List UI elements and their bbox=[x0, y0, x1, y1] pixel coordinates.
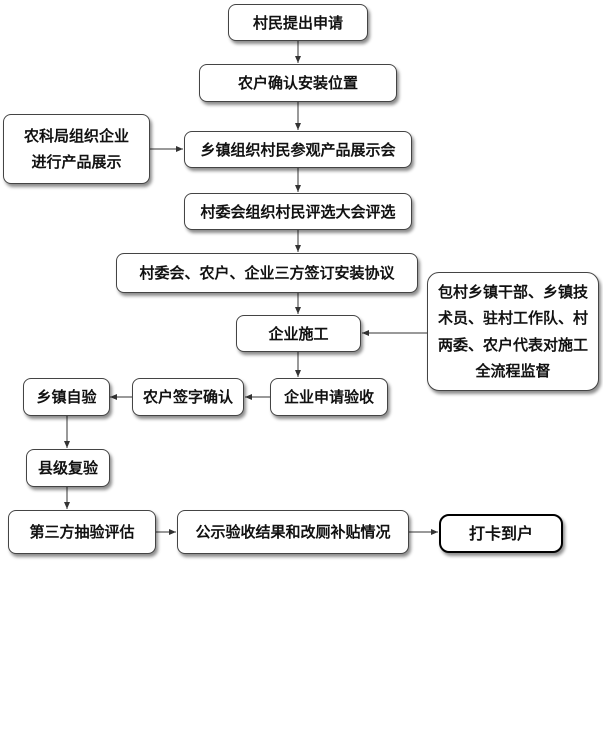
step-farmer-confirm-location: 农户确认安装位置 bbox=[199, 64, 397, 102]
step-farmer-sign-confirm: 农户签字确认 bbox=[132, 378, 244, 416]
note-agriculture-bureau-display: 农科局组织企业进行产品展示 bbox=[3, 114, 150, 184]
step-publicize-results: 公示验收结果和改厕补贴情况 bbox=[177, 510, 409, 554]
step-county-recheck: 县级复验 bbox=[26, 449, 110, 487]
step-township-tour-exhibition: 乡镇组织村民参观产品展示会 bbox=[184, 131, 412, 168]
note-supervision: 包村乡镇干部、乡镇技术员、驻村工作队、村两委、农户代表对施工全流程监督 bbox=[427, 272, 599, 391]
step-township-self-check: 乡镇自验 bbox=[23, 378, 110, 416]
step-third-party-sampling: 第三方抽验评估 bbox=[8, 510, 156, 554]
step-enterprise-apply-acceptance: 企业申请验收 bbox=[270, 378, 388, 416]
step-villager-apply: 村民提出申请 bbox=[228, 4, 368, 41]
step-enterprise-construction: 企业施工 bbox=[236, 315, 361, 352]
step-village-committee-review: 村委会组织村民评选大会评选 bbox=[184, 193, 412, 230]
step-clock-in-household: 打卡到户 bbox=[439, 514, 563, 553]
step-tripartite-agreement: 村委会、农户、企业三方签订安装协议 bbox=[116, 253, 418, 293]
